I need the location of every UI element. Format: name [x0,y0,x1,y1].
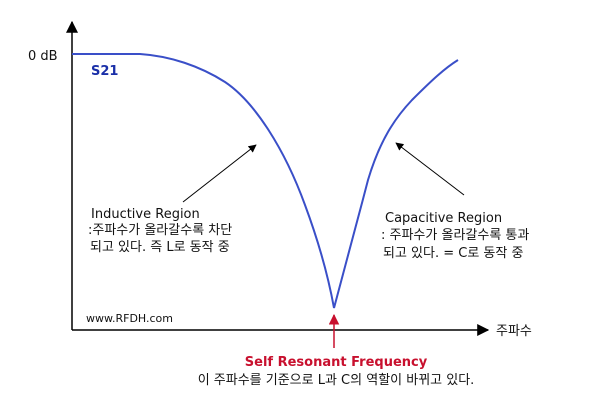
inductive-pointer-arrow [182,144,257,203]
inductive-region-desc-2: 되고 있다. 즉 L로 동작 중 [90,240,230,255]
watermark: www.RFDH.com [86,312,173,325]
s21-curve [72,53,459,309]
x-axis-label: 주파수 [496,324,532,339]
srf-caption: 이 주파수를 기준으로 L과 C의 역할이 바뀌고 있다. [198,373,475,388]
inductive-region-desc-1: :주파수가 올라갈수록 차단 [88,223,232,238]
curve-label: S21 [91,64,118,79]
capacitive-region-desc-2: 되고 있다. = C로 동작 중 [383,246,523,261]
srf-title: Self Resonant Frequency [245,355,428,370]
capacitive-region-desc-1: : 주파수가 올라갈수록 통과 [381,228,529,243]
inductive-region-title: Inductive Region [91,207,200,222]
capacitive-pointer-arrow [395,142,465,196]
y-axis-label: 0 dB [28,49,58,64]
capacitive-region-title: Capacitive Region [385,211,502,226]
